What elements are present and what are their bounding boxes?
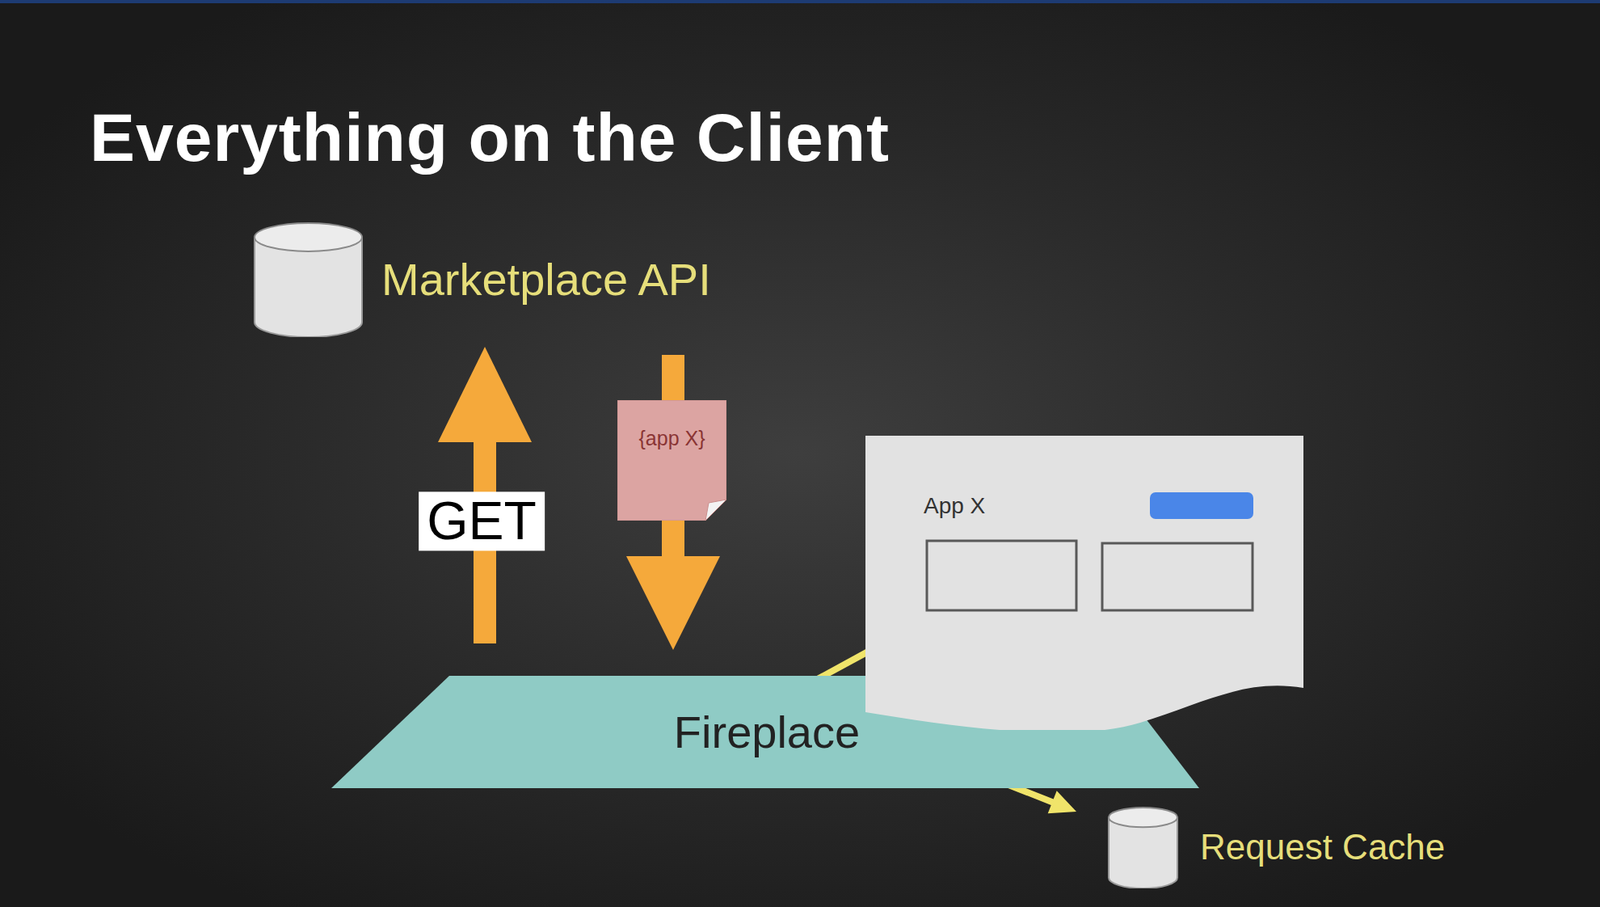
cylinder-top [1108,807,1178,827]
page-shape [865,435,1304,730]
cylinder-body [254,236,363,337]
slide-title: Everything on the Client [89,103,890,172]
cylinder-icon [1107,806,1179,889]
node-label: Request Cache [1200,827,1445,867]
cylinder-top [254,223,363,252]
content-box [1102,543,1253,611]
plane-label-wrap: Fireplace [673,707,860,758]
page-heading: App X [923,493,986,519]
node-label: Marketplace API [381,254,712,305]
cache-database: Request Cache [1107,806,1445,889]
arrow-head [626,555,720,650]
edge-label-box: GET [418,491,545,551]
document-fold [705,499,727,521]
page-body [865,435,1304,730]
document-shape [617,400,727,521]
content-box [926,540,1077,611]
document-label: {app X} [638,427,705,451]
app-page: App X [865,435,1304,730]
plane-label: Fireplace [673,706,860,758]
title-text: Everything on the Client [89,99,890,176]
response-document: {app X} [617,400,727,521]
edge-label: GET [426,492,537,549]
arrow-head [437,346,532,443]
arrow-head [1048,790,1077,813]
cylinder-body [1108,816,1178,889]
api-database: Marketplace API [252,222,712,337]
plane-body [331,675,1200,788]
document-body [617,400,727,521]
cylinder-icon [252,222,364,337]
page-title: App X [923,492,986,518]
blue-button [1149,492,1254,519]
top-strip [0,0,1600,4]
